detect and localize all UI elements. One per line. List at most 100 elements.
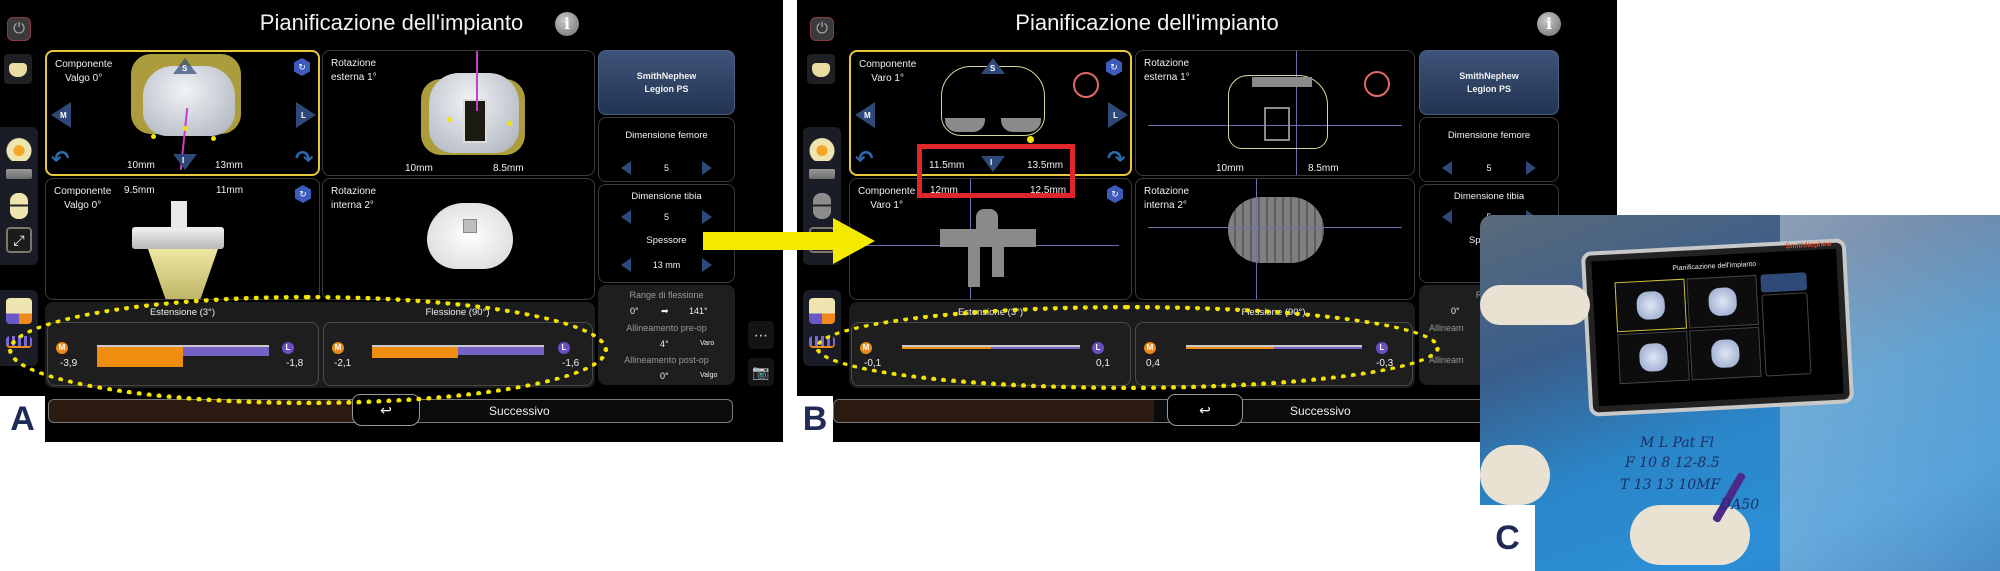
ligament-balance-icon[interactable] [809,298,835,324]
tibia-size-increase[interactable] [702,210,712,224]
power-button[interactable]: ⏻ [7,17,31,41]
femur-size-panel: Dimensione femore 5 [1419,117,1559,182]
gap-balance-area: Estensione (3°) Flessione (90°) M -3,9 L… [45,302,595,388]
rotate-left-icon[interactable]: ↶ [51,146,70,171]
tibia-size-decrease[interactable] [1442,210,1452,224]
inferior-arrow[interactable] [981,156,1005,172]
rotation-warning-icon[interactable] [1364,71,1390,97]
lateral-resection: 13mm [215,160,243,171]
back-button[interactable]: ↩ [1167,394,1243,426]
flexion-gap-box: M -2,1 L -1,6 [323,322,593,386]
screenshot-button[interactable]: 📷 [748,358,774,386]
view-toggle-icon[interactable]: ↻ [1106,58,1122,76]
landmark-dot [1027,136,1034,143]
rotate-left-icon[interactable]: ↶ [855,146,874,171]
femur-size-increase[interactable] [702,161,712,175]
tibia-size-value: 5 [663,212,669,222]
next-button-label[interactable]: Successivo [1290,404,1351,418]
femur-size-value: 5 [663,163,669,173]
landmark-dot [211,136,216,141]
femur-size-decrease[interactable] [621,161,631,175]
tibia-size-decrease[interactable] [621,210,631,224]
medial-arrow[interactable] [855,102,875,128]
resize-view-icon[interactable]: ⤢ [6,227,32,253]
power-button[interactable]: ⏻ [810,17,834,41]
thickness-label: Spessore [646,235,687,246]
landmark-dot [507,121,512,126]
medial-label: M [60,111,67,120]
superior-arrow[interactable] [173,58,197,74]
flexion-title: Flessione (90°) [425,307,490,318]
sidebar-tools: ⤢ [0,127,38,265]
medial-arrow[interactable] [51,102,71,128]
rotation-warning-icon[interactable] [1073,72,1099,98]
more-options-button[interactable]: ⋯ [748,321,774,349]
thickness-decrease[interactable] [621,258,631,272]
tibial-tray [132,227,224,249]
lateral-condyle-resection [1001,118,1041,132]
inferior-arrow[interactable] [173,154,197,170]
knee-joint-icon[interactable] [813,193,831,219]
lateral-arrow[interactable] [296,102,316,128]
femur-size-increase[interactable] [1526,161,1536,175]
femur-size-decrease[interactable] [1442,161,1452,175]
knee-joint-icon[interactable] [10,193,28,219]
knee-side-button[interactable] [4,54,32,84]
gap-chart-icon[interactable] [809,336,835,348]
view-toggle-icon[interactable]: ↻ [1107,185,1123,203]
lateral-badge: L [1092,342,1104,354]
extension-gap-box: M -3,9 L -1,8 [47,322,319,386]
gap-chart-icon[interactable] [6,336,32,348]
rotate-right-icon[interactable]: ↷ [295,146,314,171]
superior-arrow[interactable] [981,58,1005,74]
medial-badge: M [56,342,68,354]
rotate-right-icon[interactable]: ↷ [1107,146,1126,171]
flexion-range-label: Range di flessione [629,290,704,300]
thickness-value: 13 mm [652,260,681,270]
view-toggle-icon[interactable]: ↻ [294,58,310,76]
flexion-medial-value: -2,1 [334,358,352,369]
inferior-label: I [182,156,185,165]
tibia-medial-resection: 9.5mm [124,185,155,196]
posterior-medial-resection: 10mm [1216,163,1244,174]
tibial-insert [427,203,513,269]
back-icon: ↩ [380,402,392,418]
back-button[interactable]: ↩ [352,394,420,426]
view-toggle-icon[interactable]: ↻ [295,185,311,203]
tibial-post [171,201,187,229]
postop-alignment-value: 0° [660,371,669,381]
info-button[interactable]: i [555,12,579,36]
medial-badge: M [860,342,872,354]
femur-view-icon[interactable] [809,135,835,161]
camera-icon: 📷 [752,364,770,380]
femur-view-icon[interactable] [6,135,32,161]
postop-alignment-type: Valgo [700,372,718,379]
flexion-range-from: 0° [630,306,639,316]
preop-alignment-type: Varo [700,340,715,347]
info-button[interactable]: i [1537,12,1561,36]
caliper-icon[interactable] [6,169,32,179]
lateral-label: L [1113,111,1118,120]
ligament-balance-icon[interactable] [6,298,32,324]
lateral-arrow[interactable] [1108,102,1128,128]
tibia-lateral-resection: 12.5mm [1030,185,1067,196]
handwritten-note: F 10 8 12-8.5 [1625,455,1720,471]
next-button-label[interactable]: Successivo [489,404,550,418]
superior-label: S [182,64,188,73]
knee-side-button[interactable] [807,54,835,84]
caliper-icon[interactable] [809,169,835,179]
thickness-increase[interactable] [702,258,712,272]
